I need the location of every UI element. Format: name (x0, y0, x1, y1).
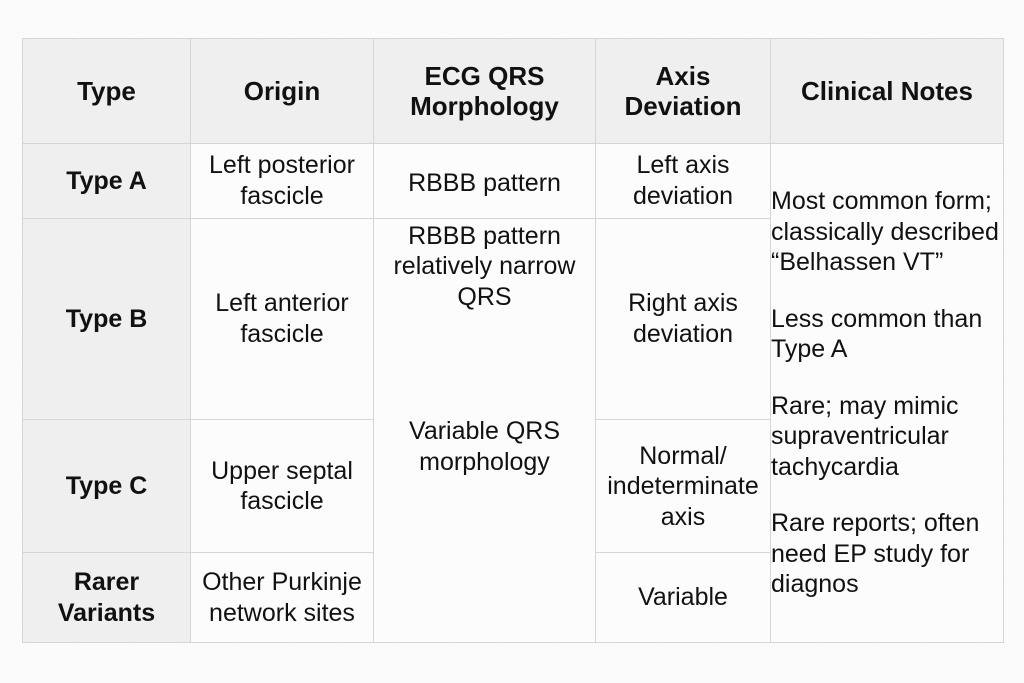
clinical-note-type-b: Less common than Type A (771, 304, 983, 364)
ecg-text-variable-qrs: Variable QRS morphology (409, 417, 560, 476)
cell-axis-type-a: Left axis deviation (595, 143, 771, 219)
cell-ecg-type-a: RBBB pattern (373, 143, 596, 219)
table-row: Rarer Variants Other Purkinje network si… (22, 552, 1004, 643)
column-header-axis-deviation: Axis Deviation (595, 38, 771, 144)
cell-origin-rarer-variants: Other Purkinje network sites (190, 552, 374, 643)
column-header-ecg-qrs-morphology: ECG QRS Morphology (373, 38, 596, 144)
ecg-text-type-a: RBBB pattern (408, 168, 561, 197)
ecg-classification-table-container: Type Origin ECG QRS Morphology Axis Devi… (22, 38, 1004, 644)
cell-type-a: Type A (22, 143, 191, 219)
cell-type-b: Type B (22, 217, 191, 421)
table-header: Type Origin ECG QRS Morphology Axis Devi… (22, 38, 1004, 144)
column-header-type: Type (22, 38, 191, 144)
cell-type-c: Type C (22, 419, 191, 554)
cell-origin-type-b: Left anterior fascicle (190, 217, 374, 421)
cell-axis-type-b: Right axis deviation (595, 217, 771, 421)
cell-axis-type-c: Normal/ indeterminate axis (595, 419, 771, 554)
clinical-note-rarer-variants: Rare reports; often need EP study for di… (771, 509, 980, 599)
cell-origin-type-a: Left posterior fascicle (190, 143, 374, 219)
header-row: Type Origin ECG QRS Morphology Axis Devi… (22, 38, 1004, 144)
cell-origin-type-c: Upper septal fascicle (190, 419, 374, 554)
column-header-origin: Origin (190, 38, 374, 144)
ecg-text-type-b: RBBB pattern relatively narrow QRS (393, 221, 576, 311)
cell-clinical-notes: Most common form; classically described … (770, 143, 1004, 643)
clinical-note-type-c: Rare; may mimic supraventricular tachyca… (771, 391, 959, 481)
column-header-clinical-notes: Clinical Notes (770, 38, 1004, 144)
clinical-note-type-a: Most common form; classically described … (771, 187, 999, 277)
clinical-notes-list: Most common form; classically described … (771, 186, 1003, 600)
table-row: Type B Left anterior fascicle RBBB patte… (22, 217, 1004, 644)
cell-axis-rarer-variants: Variable (595, 552, 771, 643)
cell-ecg-merged: RBBB pattern relatively narrow QRS Varia… (373, 217, 596, 644)
table-row: Type C Upper septal fascicle Normal/ ind… (22, 419, 1004, 554)
table-body: Type A Left posterior fascicle RBBB patt… (22, 143, 1004, 644)
cell-rarer-variants: Rarer Variants (22, 552, 191, 643)
ecg-classification-table: Type Origin ECG QRS Morphology Axis Devi… (22, 38, 1004, 644)
ecg-morphology-stack: RBBB pattern relatively narrow QRS Varia… (375, 219, 595, 641)
table-row: Type A Left posterior fascicle RBBB patt… (22, 143, 1004, 643)
